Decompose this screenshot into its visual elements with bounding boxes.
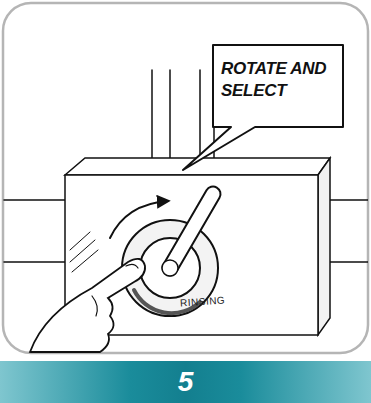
box-side — [318, 158, 330, 335]
finger-crease — [92, 296, 97, 316]
pointing-hand — [30, 259, 145, 352]
wall-line — [4, 199, 66, 201]
picture-frame — [3, 3, 368, 353]
step-band: 5 — [0, 361, 371, 403]
rotate-arrow — [110, 201, 168, 238]
hatch — [72, 250, 98, 272]
pipe-line — [169, 70, 171, 158]
bubble-shape — [183, 45, 343, 170]
wall-line — [4, 261, 66, 263]
step-number: 5 — [0, 361, 371, 403]
lever — [170, 194, 213, 268]
lever-outline — [170, 194, 213, 268]
fingernail — [126, 264, 138, 268]
pipe-line — [151, 70, 153, 158]
pipe-line — [199, 70, 201, 158]
wall-line — [330, 199, 368, 201]
callout-bubble: ROTATE AND SELECT — [213, 45, 343, 127]
callout-text: ROTATE AND SELECT — [221, 58, 335, 102]
hatch — [70, 240, 95, 262]
hub — [162, 260, 178, 276]
wall-line — [330, 261, 368, 263]
